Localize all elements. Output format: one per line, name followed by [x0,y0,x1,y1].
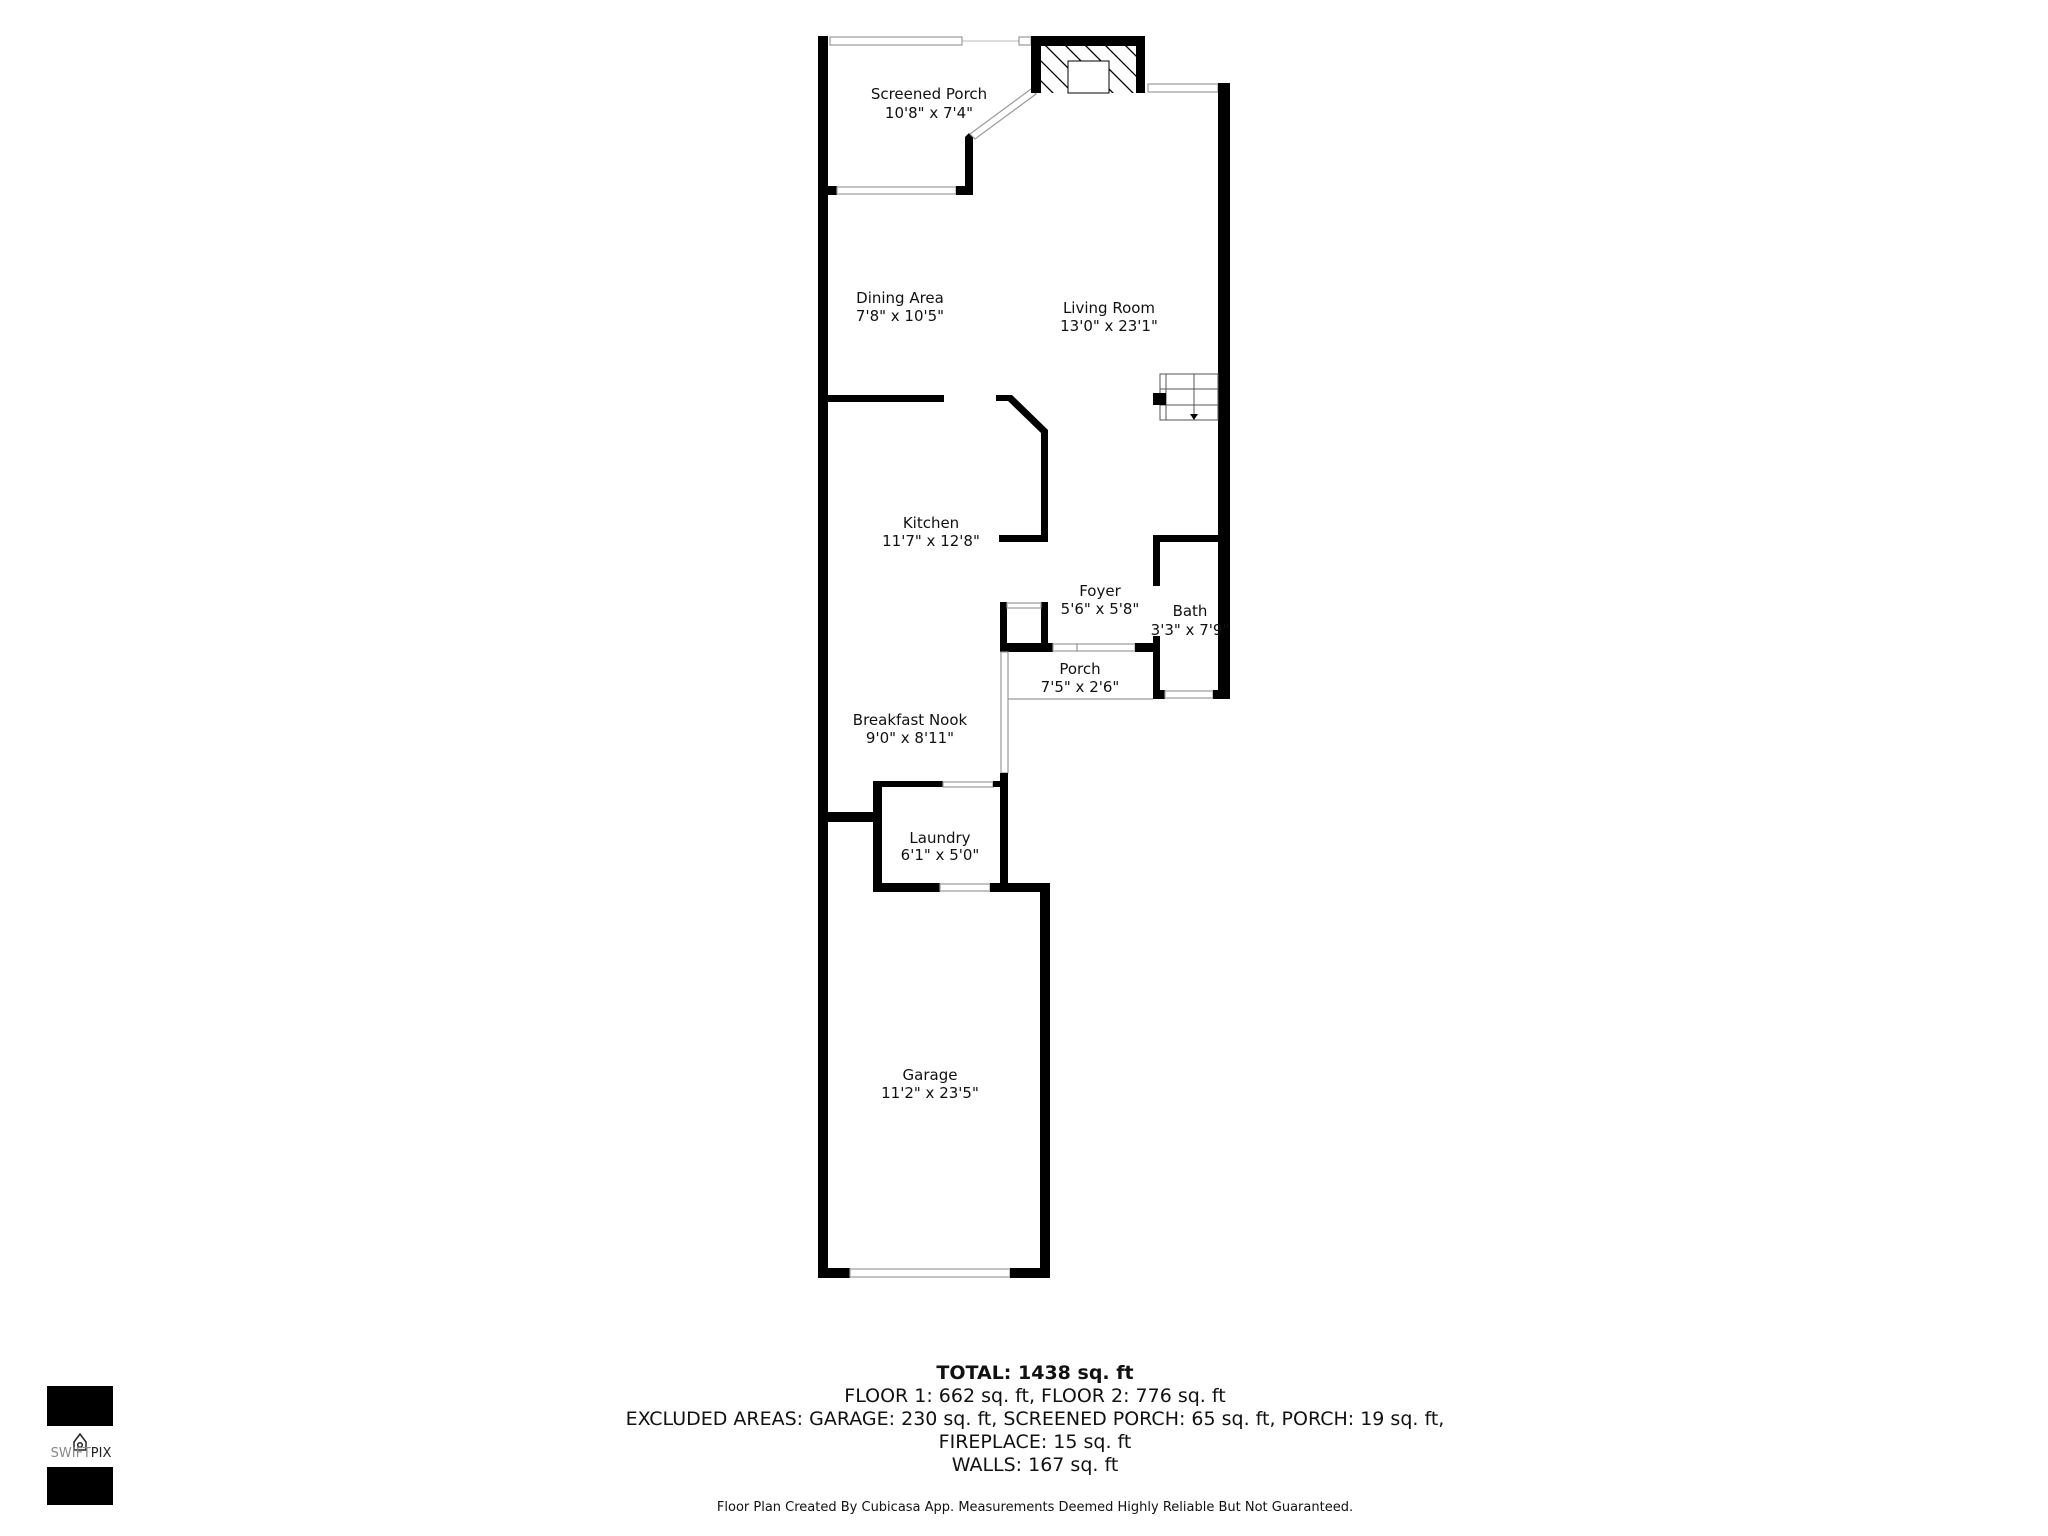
total-area: TOTAL: 1438 sq. ft [936,1362,1134,1384]
logo-text-dark: PIX [90,1446,112,1461]
room-name-porch: Porch [1059,660,1100,678]
excluded-areas: EXCLUDED AREAS: GARAGE: 230 sq. ft, SCRE… [625,1408,1445,1430]
room-name-screened-porch: Screened Porch [871,85,987,103]
room-labels: Screened Porch 10'8" x 7'4" Dining Area … [853,85,1230,1102]
room-size-screened-porch: 10'8" x 7'4" [885,104,973,122]
room-size-foyer: 5'6" x 5'8" [1061,600,1140,618]
room-size-laundry: 6'1" x 5'0" [901,846,980,864]
room-size-living-room: 13'0" x 23'1" [1060,317,1158,335]
room-size-porch: 7'5" x 2'6" [1041,678,1120,696]
logo-text-light: SWIFT [50,1446,91,1461]
fireplace-icon [1031,36,1145,94]
walls [818,36,1230,1278]
logo-text: SWIFTPIX [44,1446,118,1461]
room-size-kitchen: 11'7" x 12'8" [882,532,980,550]
room-name-breakfast-nook: Breakfast Nook [853,711,968,729]
house-icon [73,1432,87,1451]
room-name-living-room: Living Room [1063,299,1155,317]
floor-areas: FLOOR 1: 662 sq. ft, FLOOR 2: 776 sq. ft [844,1385,1226,1407]
room-name-laundry: Laundry [909,829,970,847]
room-size-bath: 3'3" x 7'9" [1151,621,1230,639]
room-name-garage: Garage [903,1066,958,1084]
walls-area: WALLS: 167 sq. ft [951,1454,1119,1476]
room-size-breakfast-nook: 9'0" x 8'11" [866,729,954,747]
room-name-foyer: Foyer [1079,582,1121,600]
room-size-garage: 11'2" x 23'5" [881,1084,979,1102]
room-name-dining-area: Dining Area [856,289,944,307]
area-summary: TOTAL: 1438 sq. ft FLOOR 1: 662 sq. ft, … [0,1362,2048,1477]
disclaimer: Floor Plan Created By Cubicasa App. Meas… [716,1500,1354,1515]
stairs-icon [1153,373,1219,421]
room-name-bath: Bath [1173,602,1208,620]
room-name-kitchen: Kitchen [903,514,959,532]
fireplace-area: FIREPLACE: 15 sq. ft [938,1431,1132,1453]
logo [47,1386,113,1505]
room-size-dining-area: 7'8" x 10'5" [856,307,944,325]
